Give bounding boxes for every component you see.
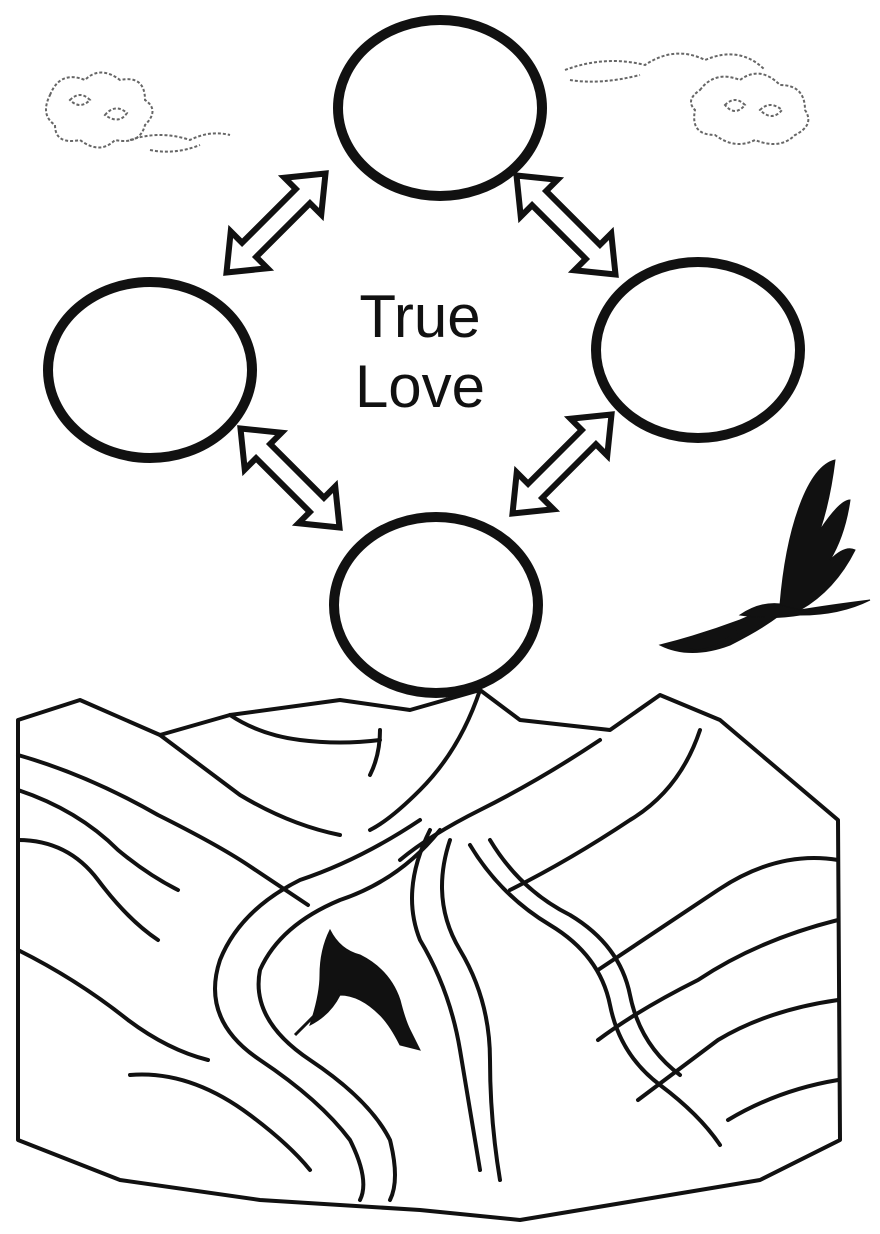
node-circle-left <box>48 282 252 458</box>
node-circle-right <box>596 262 800 438</box>
eagle-icon <box>660 460 870 653</box>
center-label-line1: True <box>300 282 540 352</box>
marlin-icon <box>295 930 420 1050</box>
center-label: True Love <box>300 282 540 422</box>
arrow-top-left <box>208 155 344 291</box>
center-label-line2: Love <box>300 352 540 422</box>
node-circle-bottom <box>334 517 538 693</box>
arrow-top-right <box>498 157 634 293</box>
cloud-icon <box>46 73 230 152</box>
node-circle-top <box>338 20 542 196</box>
cloud-icon <box>565 54 808 144</box>
arrow-left-bottom <box>222 410 358 546</box>
